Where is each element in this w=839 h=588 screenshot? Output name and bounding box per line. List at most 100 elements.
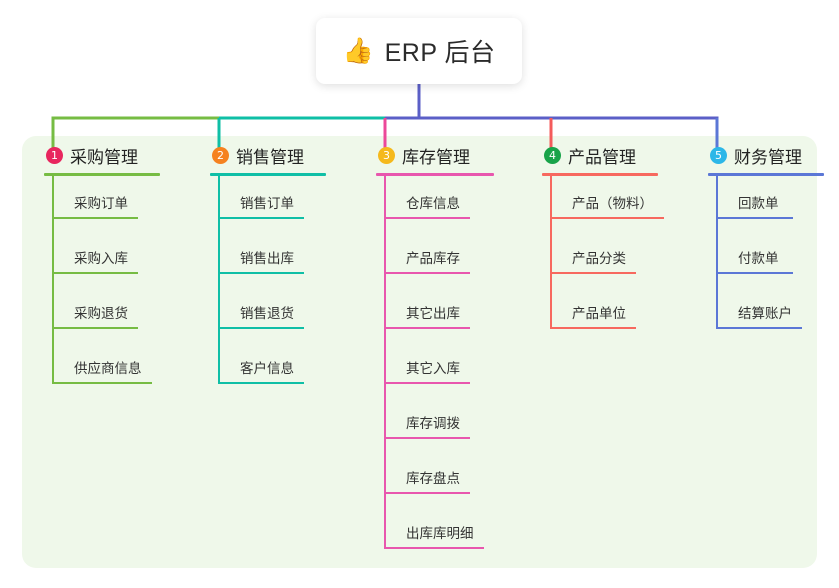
- list-item[interactable]: 结算账户: [708, 286, 824, 341]
- column-3: 3 库存管理仓库信息产品库存其它出库其它入库库存调拨库存盘点出库库明细: [376, 143, 494, 561]
- column-spine: [550, 176, 552, 329]
- list-item[interactable]: 其它出库: [376, 286, 494, 341]
- list-item-rule: [550, 217, 664, 219]
- list-item-label: 库存调拨: [406, 416, 460, 431]
- column-spine: [52, 176, 54, 384]
- list-item-rule: [218, 327, 304, 329]
- list-item[interactable]: 产品库存: [376, 231, 494, 286]
- list-item-label: 产品库存: [406, 251, 460, 266]
- column-spine: [218, 176, 220, 384]
- list-item-label: 产品分类: [572, 251, 626, 266]
- list-item-label: 付款单: [738, 251, 779, 266]
- thumbs-up-icon: 👍: [342, 36, 374, 65]
- root-node[interactable]: 👍 ERP 后台: [316, 18, 522, 84]
- list-item-label: 采购订单: [74, 196, 128, 211]
- list-item-label: 回款单: [738, 196, 779, 211]
- list-item[interactable]: 出库库明细: [376, 506, 494, 561]
- list-item-rule: [550, 327, 636, 329]
- column-index-badge: 2: [212, 146, 229, 164]
- list-item-label: 销售订单: [240, 196, 294, 211]
- column-index-badge: 5: [710, 146, 727, 164]
- list-item-rule: [384, 547, 484, 549]
- column-items: 回款单付款单结算账户: [708, 176, 824, 341]
- list-item-rule: [218, 382, 304, 384]
- list-item-rule: [384, 382, 470, 384]
- column-title: 采购管理: [70, 147, 138, 167]
- column-2: 2 销售管理销售订单销售出库销售退货客户信息: [210, 143, 326, 396]
- list-item-rule: [384, 327, 470, 329]
- list-item[interactable]: 采购退货: [44, 286, 160, 341]
- list-item-rule: [384, 272, 470, 274]
- list-item[interactable]: 销售出库: [210, 231, 326, 286]
- list-item-label: 库存盘点: [406, 471, 460, 486]
- list-item-rule: [384, 217, 470, 219]
- list-item-label: 仓库信息: [406, 196, 460, 211]
- list-item-label: 销售出库: [240, 251, 294, 266]
- column-header-5[interactable]: 5 财务管理: [708, 143, 824, 167]
- column-header-rule: [44, 173, 160, 176]
- list-item-label: 产品单位: [572, 306, 626, 321]
- list-item-rule: [218, 217, 304, 219]
- column-header-rule: [210, 173, 326, 176]
- column-header-1[interactable]: 1 采购管理: [44, 143, 160, 167]
- column-items: 产品（物料） 产品分类产品单位: [542, 176, 664, 341]
- list-item[interactable]: 销售订单: [210, 176, 326, 231]
- column-header-2[interactable]: 2 销售管理: [210, 143, 326, 167]
- list-item[interactable]: 付款单: [708, 231, 824, 286]
- list-item-rule: [52, 327, 138, 329]
- list-item[interactable]: 供应商信息: [44, 341, 160, 396]
- list-item[interactable]: 回款单: [708, 176, 824, 231]
- list-item-label: 采购退货: [74, 306, 128, 321]
- column-index-badge: 1: [46, 146, 63, 164]
- list-item-rule: [716, 327, 802, 329]
- column-5: 5 财务管理回款单付款单结算账户: [708, 143, 824, 341]
- list-item[interactable]: 采购订单: [44, 176, 160, 231]
- column-header-rule: [542, 173, 658, 176]
- column-title: 产品管理: [568, 147, 636, 167]
- column-items: 销售订单销售出库销售退货客户信息: [210, 176, 326, 396]
- list-item-rule: [384, 492, 470, 494]
- list-item[interactable]: 产品分类: [542, 231, 658, 286]
- column-items: 采购订单采购入库采购退货供应商信息: [44, 176, 160, 396]
- list-item-label: 其它出库: [406, 306, 460, 321]
- column-header-rule: [376, 173, 494, 176]
- column-index-badge: 3: [378, 146, 395, 164]
- list-item[interactable]: 库存调拨: [376, 396, 494, 451]
- column-header-rule: [708, 173, 824, 176]
- list-item-rule: [716, 217, 793, 219]
- list-item[interactable]: 产品（物料）: [542, 176, 664, 231]
- list-item-label: 供应商信息: [74, 361, 142, 376]
- list-item-label: 客户信息: [240, 361, 294, 376]
- list-item-rule: [384, 437, 470, 439]
- column-title: 销售管理: [236, 147, 304, 167]
- list-item-label: 出库库明细: [406, 526, 474, 541]
- list-item-rule: [716, 272, 793, 274]
- list-item-rule: [52, 382, 152, 384]
- column-title: 财务管理: [734, 147, 802, 167]
- list-item[interactable]: 产品单位: [542, 286, 658, 341]
- column-1: 1 采购管理采购订单采购入库采购退货供应商信息: [44, 143, 160, 396]
- list-item-label: 采购入库: [74, 251, 128, 266]
- list-item[interactable]: 客户信息: [210, 341, 326, 396]
- list-item-label: 销售退货: [240, 306, 294, 321]
- page-title: ERP 后台: [384, 39, 496, 67]
- list-item[interactable]: 销售退货: [210, 286, 326, 341]
- column-header-3[interactable]: 3 库存管理: [376, 143, 494, 167]
- list-item[interactable]: 采购入库: [44, 231, 160, 286]
- list-item-rule: [52, 217, 138, 219]
- column-spine: [716, 176, 718, 329]
- list-item-label: 其它入库: [406, 361, 460, 376]
- list-item-rule: [52, 272, 138, 274]
- list-item-label: 结算账户: [738, 306, 792, 321]
- list-item[interactable]: 仓库信息: [376, 176, 494, 231]
- column-spine: [384, 176, 386, 549]
- list-item[interactable]: 其它入库: [376, 341, 494, 396]
- column-title: 库存管理: [402, 147, 470, 167]
- background-panel: [22, 136, 817, 568]
- list-item-rule: [218, 272, 304, 274]
- list-item-rule: [550, 272, 636, 274]
- list-item[interactable]: 库存盘点: [376, 451, 494, 506]
